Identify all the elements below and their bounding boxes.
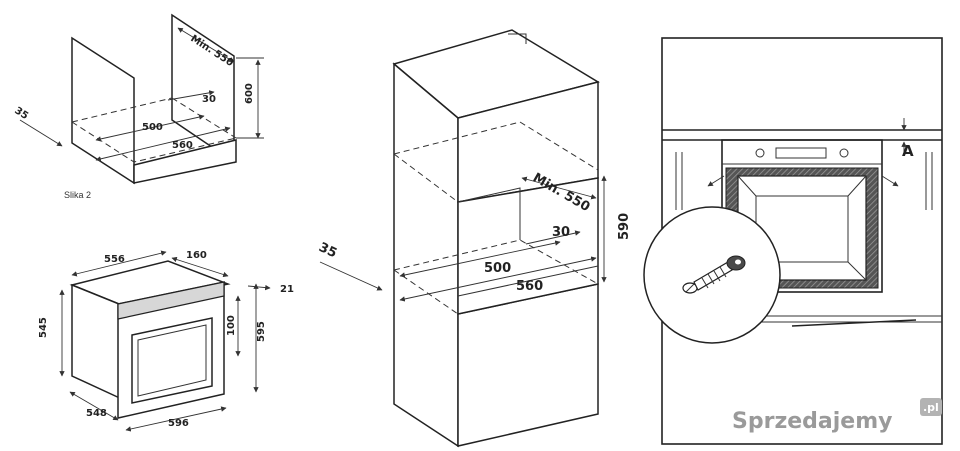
oven-front-lip-label: 21 bbox=[280, 284, 294, 295]
small-height-label: 600 bbox=[244, 83, 255, 104]
oven-front-height-label: 595 bbox=[256, 321, 267, 342]
screw-icon bbox=[682, 255, 746, 294]
small-inner-width-label: 500 bbox=[142, 122, 163, 133]
oven-depth-label: 548 bbox=[86, 408, 107, 419]
small-cabinet-drawing: Min. 550 30 500 560 35 600 Slika 2 bbox=[12, 13, 264, 200]
watermark-badge bbox=[920, 398, 942, 416]
watermark-suffix: .pl bbox=[923, 401, 939, 414]
small-rear-gap-label: 30 bbox=[202, 94, 216, 105]
watermark-text: Sprzedajemy bbox=[732, 409, 893, 434]
oven-knob-left bbox=[755, 148, 765, 158]
small-outer-width-label: 560 bbox=[172, 140, 193, 151]
small-front-offset-label: 35 bbox=[12, 105, 30, 122]
oven-front-width-label: 596 bbox=[168, 418, 189, 429]
tall-cabinet-side bbox=[393, 62, 459, 448]
oven-control-panel bbox=[117, 281, 225, 320]
oven-door bbox=[131, 317, 213, 404]
installation-drawing: A bbox=[643, 37, 943, 445]
cabinet-left-panel bbox=[71, 36, 135, 185]
oven-display bbox=[775, 147, 827, 159]
tall-inner-width-label: 500 bbox=[484, 261, 511, 276]
oven-side-depth-label: 160 bbox=[186, 250, 207, 261]
gap-a-label: A bbox=[902, 142, 914, 160]
tall-front-offset-label: 35 bbox=[316, 240, 339, 261]
oven-knob-right bbox=[839, 148, 849, 158]
oven-height-label: 545 bbox=[38, 317, 49, 338]
figure-caption: Slika 2 bbox=[64, 190, 91, 200]
oven-left-side bbox=[71, 283, 125, 402]
oven-width-label: 556 bbox=[104, 254, 125, 265]
oven-panel-height-label: 100 bbox=[226, 315, 237, 336]
tall-height-label: 590 bbox=[617, 213, 632, 240]
oven-dimensions-drawing: 556 160 21 545 100 595 548 596 bbox=[38, 250, 294, 432]
tall-cabinet-drawing: Min. 550 30 500 560 35 590 bbox=[316, 29, 632, 448]
tall-rear-gap-label: 30 bbox=[552, 225, 570, 240]
tall-outer-width-label: 560 bbox=[516, 279, 543, 294]
watermark: Sprzedajemy .pl bbox=[732, 398, 942, 434]
